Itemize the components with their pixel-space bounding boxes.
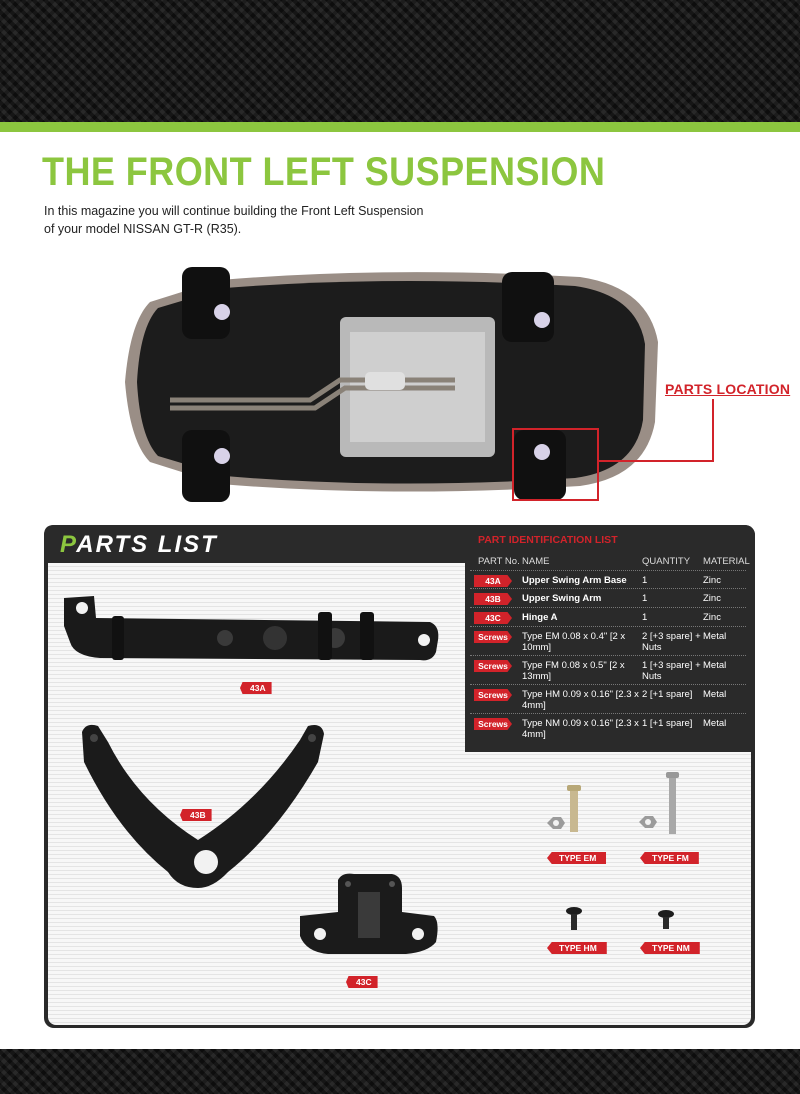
part-material: Zinc (703, 612, 721, 623)
part-number-badge: 43C (474, 612, 512, 624)
parts-location-leader-line (712, 399, 714, 462)
part-label-43a: 43A (240, 682, 272, 694)
part-name: Upper Swing Arm (522, 593, 602, 604)
label-type-em: TYPE EM (547, 852, 607, 864)
parts-location-highlight (512, 428, 599, 501)
column-header-part-no: PART No. (478, 556, 520, 567)
part-material: Metal (703, 660, 727, 671)
part-number-badge: Screws (474, 660, 512, 672)
table-row: 43C Hinge A 1 Zinc (470, 607, 746, 626)
part-quantity: 2 [+1 spare] (642, 689, 693, 700)
part-name: Type NM 0.09 x 0.16" [2.3 x 4mm] (522, 718, 639, 740)
column-header-name: NAME (522, 556, 550, 567)
header-carbon-band (0, 0, 800, 122)
column-header-material: MATERIAL (703, 556, 750, 567)
identification-table (465, 525, 755, 752)
identification-heading: PART IDENTIFICATION LIST (478, 534, 618, 546)
part-material: Metal (703, 718, 727, 729)
part-number-badge: Screws (474, 689, 512, 701)
part-material: Metal (703, 689, 727, 700)
parts-location-leader-line (599, 460, 714, 462)
part-43c-image (300, 873, 438, 954)
part-name: Type HM 0.09 x 0.16" [2.3 x 4mm] (522, 689, 639, 711)
table-row: Screws Type EM 0.08 x 0.4" [2 x 10mm] 2 … (470, 626, 746, 655)
part-label-43c: 43C (346, 976, 378, 988)
parts-list-title-initial: P (60, 531, 77, 558)
column-header-quantity: QUANTITY (642, 556, 691, 567)
label-type-hm: TYPE HM (547, 942, 607, 954)
part-quantity: 1 (642, 575, 648, 586)
part-quantity: 1 [+3 spare] + Nuts (642, 660, 701, 682)
part-name: Hinge A (522, 612, 558, 623)
table-row: Screws Type HM 0.09 x 0.16" [2.3 x 4mm] … (470, 684, 746, 713)
screw-type-fm-image (639, 772, 679, 834)
identification-rows: 43A Upper Swing Arm Base 1 Zinc 43B Uppe… (470, 570, 746, 742)
part-material: Metal (703, 631, 727, 642)
part-material: Zinc (703, 593, 721, 604)
page-title: THE FRONT LEFT SUSPENSION (42, 150, 606, 194)
part-number-badge: 43B (474, 593, 512, 605)
table-row: 43A Upper Swing Arm Base 1 Zinc (470, 570, 746, 588)
screw-type-hm-image (566, 907, 582, 930)
part-quantity: 2 [+3 spare] + Nuts (642, 631, 701, 653)
part-number-badge: 43A (474, 575, 512, 587)
part-quantity: 1 (642, 612, 648, 623)
part-name: Upper Swing Arm Base (522, 575, 627, 586)
screw-type-nm-image (658, 910, 674, 929)
parts-list-title-rest: ARTS LIST (76, 531, 218, 558)
part-quantity: 1 [+1 spare] (642, 718, 693, 729)
parts-list-title-bar (44, 525, 294, 563)
screw-type-em-image (547, 785, 581, 832)
label-type-fm: TYPE FM (640, 852, 699, 864)
label-type-nm: TYPE NM (640, 942, 700, 954)
part-label-43b: 43B (180, 809, 212, 821)
footer-carbon-band (0, 1049, 800, 1094)
green-accent-stripe (0, 122, 800, 132)
part-number-badge: Screws (474, 631, 512, 643)
table-row: 43B Upper Swing Arm 1 Zinc (470, 588, 746, 607)
part-quantity: 1 (642, 593, 648, 604)
part-name: Type FM 0.08 x 0.5" [2 x 13mm] (522, 660, 625, 682)
part-number-badge: Screws (474, 718, 512, 730)
car-underside-image (125, 267, 658, 502)
part-43b-image (82, 724, 324, 888)
part-name: Type EM 0.08 x 0.4" [2 x 10mm] (522, 631, 626, 653)
table-row: Screws Type FM 0.08 x 0.5" [2 x 13mm] 1 … (470, 655, 746, 684)
intro-text: In this magazine you will continue build… (44, 204, 424, 236)
table-row: Screws Type NM 0.09 x 0.16" [2.3 x 4mm] … (470, 713, 746, 742)
part-43a-image (64, 596, 439, 661)
part-material: Zinc (703, 575, 721, 586)
parts-list-title: PARTS LIST (60, 531, 218, 559)
parts-location-label: PARTS LOCATION (665, 381, 791, 397)
